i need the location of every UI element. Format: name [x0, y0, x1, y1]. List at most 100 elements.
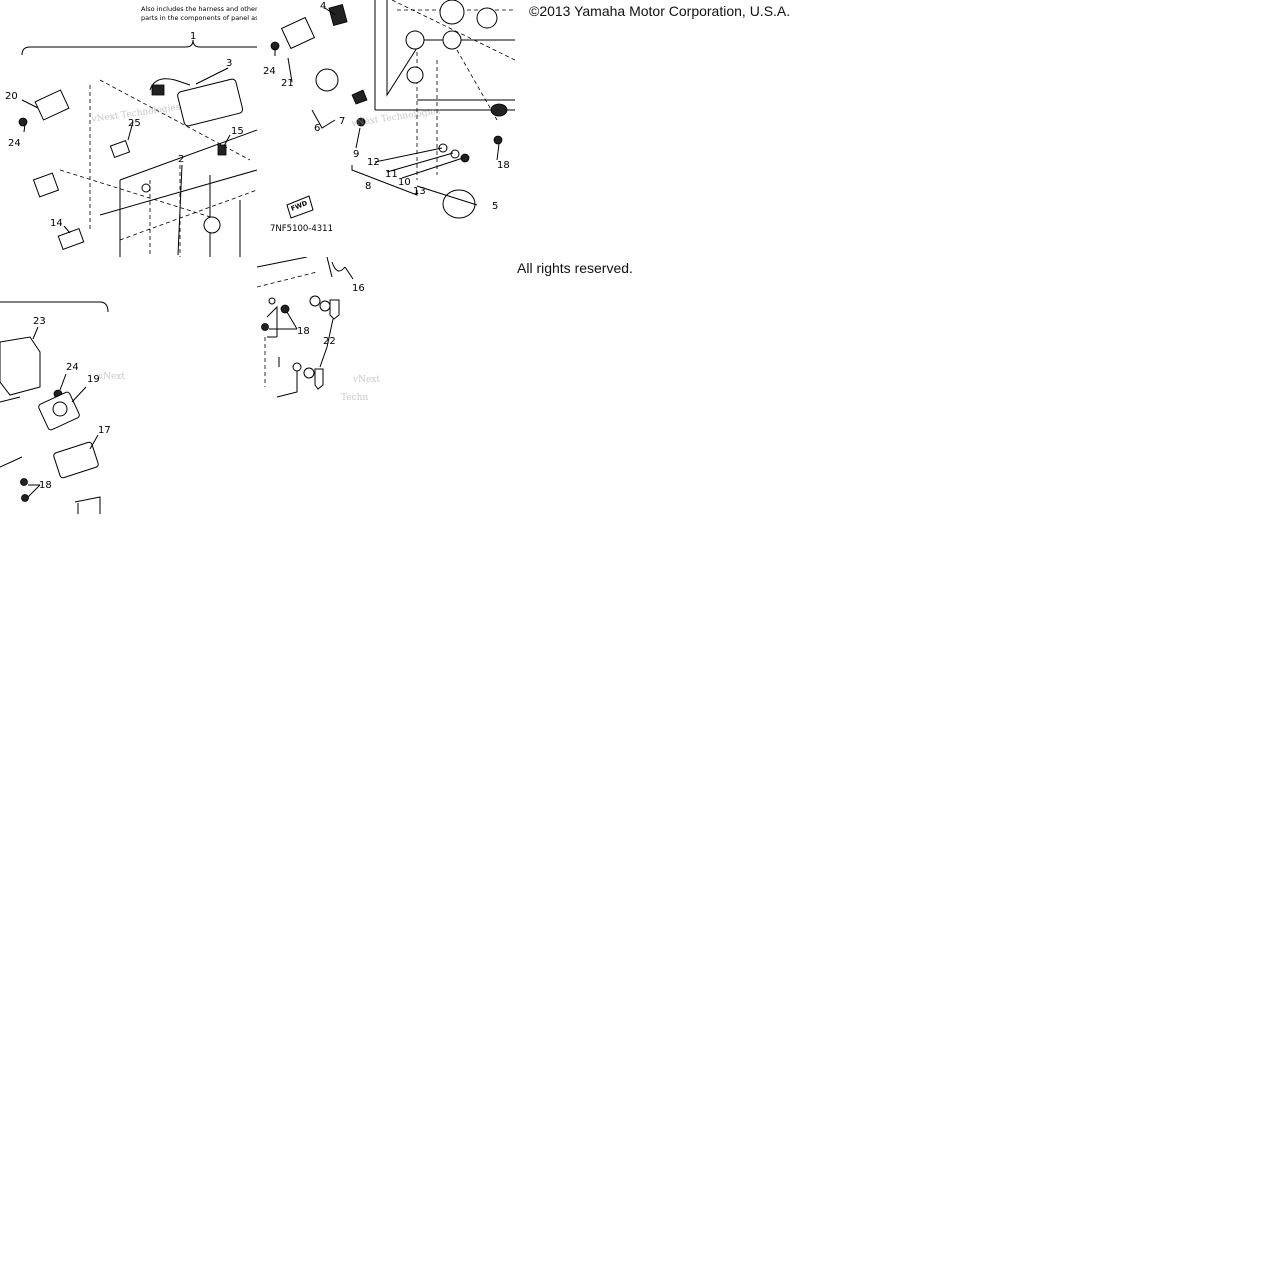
- callout-21: 21: [281, 78, 294, 89]
- relay-assy-drawing: 23 24 19 17 18 vNext: [0, 301, 125, 514]
- panel-hole: [203, 216, 221, 234]
- diagram-tile-relay-assy: 23 24 19 17 18 vNext: [0, 257, 257, 514]
- panel-outline: [99, 129, 257, 257]
- part-17-outlet: [53, 441, 99, 479]
- callout-15: 15: [231, 126, 244, 137]
- part-18-bolt: [493, 135, 503, 145]
- callout-17: 17: [98, 425, 111, 436]
- callout-24: 24: [66, 362, 79, 373]
- callout-1: 1: [190, 31, 196, 42]
- part-3-wire: [149, 78, 191, 91]
- part-16-clip: [326, 257, 346, 278]
- callout-3: 3: [226, 58, 232, 69]
- part-24-nut: [18, 117, 28, 127]
- bolt-b: [261, 323, 269, 331]
- switch-assy-drawing: 4 24 21 6 7 9 12 11 10 8 13 5 18 vNext T…: [263, 0, 515, 234]
- callout-18: 18: [39, 480, 52, 491]
- part-code: 7NF5100-4311: [270, 224, 333, 234]
- panel-frame: [374, 0, 515, 111]
- diagram-tile-pilot-assy: 16 18 22 vNext Techn: [257, 257, 515, 514]
- callout-2: 2: [178, 154, 184, 165]
- washer-a: [268, 297, 276, 305]
- part-18-bolt-b: [21, 494, 29, 502]
- part-4-switch: [328, 4, 348, 26]
- panel-assy-drawing: Also includes the harness and other part…: [5, 5, 257, 257]
- part-23-relay: [0, 336, 41, 396]
- gauge-hole-1: [439, 0, 465, 25]
- gauge-hole-3: [442, 30, 462, 50]
- callout-18: 18: [497, 160, 510, 171]
- hidden-lines: [59, 79, 257, 257]
- part-14-toggle: [57, 228, 85, 250]
- leader-lines: [27, 326, 99, 498]
- part-13-nut: [460, 153, 470, 163]
- assy-bracket: [21, 39, 257, 56]
- part-3-connector: [151, 84, 165, 96]
- assy-bracket: [0, 301, 109, 313]
- fwd-arrow-plate: [286, 195, 314, 219]
- callout-16: 16: [352, 283, 365, 294]
- clip-bracket: [32, 172, 60, 198]
- grommet: [490, 103, 508, 117]
- part-20-socket: [34, 89, 70, 121]
- bolt-a: [280, 304, 290, 314]
- part-10-washer: [450, 149, 460, 159]
- leader-lines: [274, 7, 500, 206]
- rights-text: All rights reserved.: [517, 260, 633, 276]
- callout-25: 25: [128, 118, 141, 129]
- part-21-socket: [280, 16, 316, 50]
- part-22-lamp-b: [314, 368, 324, 390]
- washer-e: [303, 367, 315, 379]
- washer-c: [319, 300, 331, 312]
- part-15-bolt: [217, 144, 227, 156]
- panel-outline: [257, 257, 308, 398]
- panel-note-line1: Also includes the harness and other: [141, 5, 257, 13]
- watermark: vNext: [97, 372, 125, 382]
- part-6-key-switch: [315, 68, 339, 92]
- callout-11: 11: [385, 169, 398, 180]
- callout-13: 13: [413, 186, 426, 197]
- callout-5: 5: [492, 201, 498, 212]
- panel-outline: [0, 396, 101, 514]
- copyright-text: ©2013 Yamaha Motor Corporation, U.S.A.: [529, 3, 791, 19]
- pilot-assy-drawing: 16 18 22 vNext Techn: [257, 257, 380, 403]
- leader-lines: [21, 67, 231, 256]
- callout-4: 4: [320, 1, 326, 12]
- part-19-hole: [52, 401, 68, 417]
- part-22-lamp-a: [329, 299, 340, 320]
- callout-10: 10: [398, 177, 411, 188]
- small-washer: [141, 183, 151, 193]
- part-9-washer: [356, 117, 366, 127]
- callout-23: 23: [33, 316, 46, 327]
- callout-18: 18: [297, 326, 310, 337]
- part-7-key: [351, 89, 368, 105]
- callout-9: 9: [353, 149, 359, 160]
- callout-14: 14: [50, 218, 63, 229]
- part-12-washer: [438, 143, 448, 153]
- callout-7: 7: [339, 116, 345, 127]
- panel-note-line2: parts in the components of panel assy.: [141, 14, 257, 22]
- part-18-bolt-a: [20, 478, 28, 486]
- leader-lines: [269, 266, 354, 368]
- part-25-switch: [109, 139, 131, 159]
- diagram-tile-switch-assy: 4 24 21 6 7 9 12 11 10 8 13 5 18 vNext T…: [257, 0, 515, 257]
- gauge-hole-2: [476, 7, 498, 29]
- hidden-lines: [257, 271, 318, 387]
- callout-24: 24: [263, 66, 276, 77]
- part-3-meter: [177, 78, 244, 127]
- watermark-1: vNext: [352, 375, 380, 385]
- part-5-cap: [442, 189, 476, 219]
- callout-20: 20: [5, 91, 18, 102]
- washer-d: [292, 362, 302, 372]
- callout-19: 19: [87, 374, 100, 385]
- hidden-lines: [391, 0, 515, 180]
- watermark-2: Techn: [341, 393, 368, 403]
- callout-22: 22: [323, 336, 336, 347]
- washer-b: [309, 295, 321, 307]
- gauge-hole-4: [405, 30, 425, 50]
- callout-12: 12: [367, 157, 380, 168]
- callout-8: 8: [365, 181, 371, 192]
- callout-6: 6: [314, 123, 320, 134]
- diagram-tile-panel-assy: Also includes the harness and other part…: [0, 0, 257, 257]
- gauge-hole-5: [406, 66, 424, 84]
